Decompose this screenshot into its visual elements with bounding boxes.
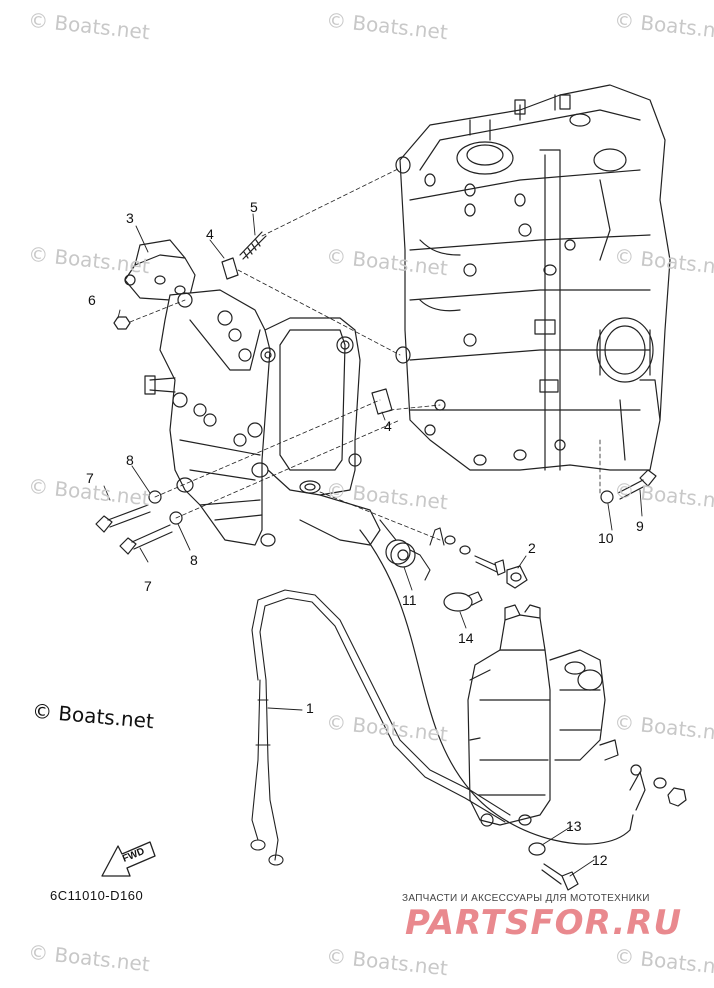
bracket-part-3: [124, 239, 196, 301]
callout-8-lower: 8: [190, 552, 198, 568]
engine-block: [395, 84, 671, 471]
starter-motor: [467, 604, 619, 827]
callout-6: 6: [88, 292, 96, 308]
callout-4: 4: [206, 226, 214, 242]
wire-harness-part-1: [250, 519, 511, 866]
callout-7: 7: [86, 470, 94, 486]
callout-10: 10: [598, 530, 614, 546]
banner-logo: PARTSFOR.RU: [405, 903, 683, 943]
small-hardware: [95, 231, 687, 891]
diagram-code: 6C11010-D160: [50, 888, 144, 903]
callout-12: 12: [592, 852, 608, 868]
callout-8: 8: [126, 452, 134, 468]
callout-4-lower: 4: [384, 418, 392, 434]
leader-lines: [103, 213, 643, 877]
electrical-bracket: [144, 289, 381, 547]
fwd-arrow-icon: FWD: [101, 841, 156, 877]
callout-9: 9: [636, 518, 644, 534]
alignment-lines: [129, 167, 601, 541]
callout-11: 11: [402, 592, 417, 608]
callout-1: 1: [306, 700, 314, 716]
callout-14: 14: [458, 630, 474, 646]
callout-13: 13: [566, 818, 582, 834]
callout-5: 5: [250, 199, 258, 215]
callout-3: 3: [126, 210, 134, 226]
callout-7-lower: 7: [144, 578, 152, 594]
starter-cable: [359, 529, 646, 845]
callout-2: 2: [528, 540, 536, 556]
banner-tagline: ЗАПЧАСТИ И АКСЕССУАРЫ ДЛЯ МОТОТЕХНИКИ: [402, 893, 650, 904]
